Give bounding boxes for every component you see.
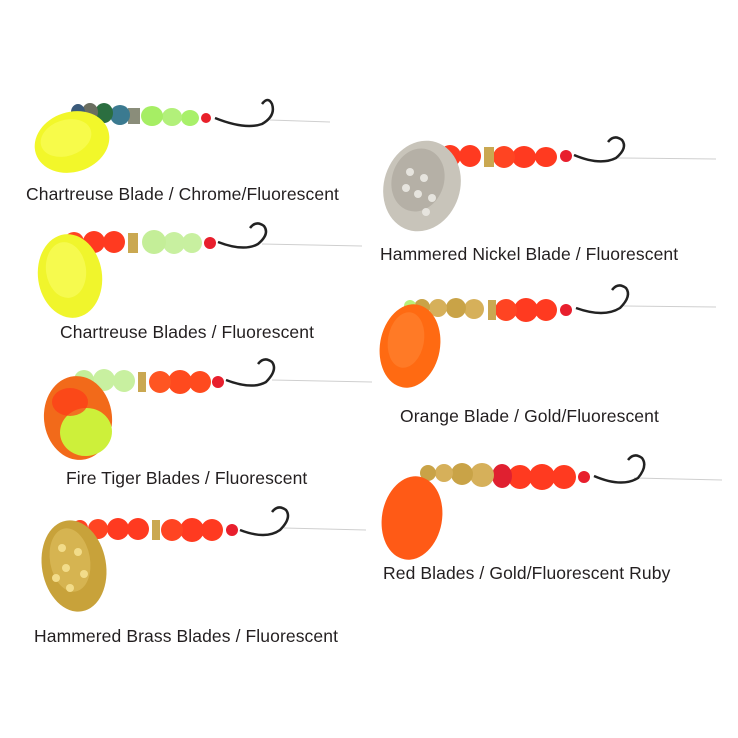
lure-orange-gold-graphic — [379, 284, 717, 388]
lure-hammered-nickel-graphic — [383, 136, 717, 232]
caption-red-gold-ruby: Red Blades / Gold/Fluorescent Ruby — [383, 563, 671, 583]
hook-icon — [573, 136, 626, 163]
caption-chartreuse-chrome: Chartreuse Blade / Chrome/Fluorescent — [26, 184, 340, 204]
lure-chartreuse-chrome-graphic — [34, 98, 331, 173]
hammered-nickel-blade — [383, 140, 461, 232]
caption-chartreuse-blades: Chartreuse Blades / Fluorescent — [60, 322, 315, 342]
orange-blade — [379, 304, 441, 388]
hook-icon — [217, 222, 268, 249]
hook-icon — [225, 358, 276, 387]
caption-orange-gold: Orange Blade / Gold/Fluorescent — [400, 406, 659, 426]
hammered-brass-blade — [41, 520, 107, 612]
lure-hammered-brass-graphic — [41, 506, 367, 612]
fire-tiger-blade — [43, 376, 113, 460]
lure-chartreuse-blades-graphic — [37, 222, 363, 318]
bead-string — [64, 230, 202, 254]
red-orange-blade — [381, 476, 443, 560]
hook-icon — [593, 454, 646, 484]
caption-fire-tiger: Fire Tiger Blades / Fluorescent — [66, 468, 308, 488]
chartreuse-blade — [37, 234, 103, 318]
caption-hammered-nickel: Hammered Nickel Blade / Fluorescent — [380, 244, 679, 264]
caption-hammered-brass: Hammered Brass Blades / Fluorescent — [34, 626, 339, 646]
bead-string — [72, 518, 223, 542]
bead-string — [422, 145, 557, 168]
bead-string — [74, 369, 211, 394]
hook-icon — [214, 98, 275, 128]
hook-icon — [575, 284, 630, 315]
bead-string — [404, 298, 557, 322]
lure-fire-tiger-graphic — [43, 358, 373, 460]
bead-string — [420, 463, 576, 490]
hook-icon — [239, 506, 290, 537]
chartreuse-blade — [34, 111, 110, 173]
lure-red-gold-ruby-graphic — [381, 454, 723, 560]
bead-string — [71, 103, 199, 126]
